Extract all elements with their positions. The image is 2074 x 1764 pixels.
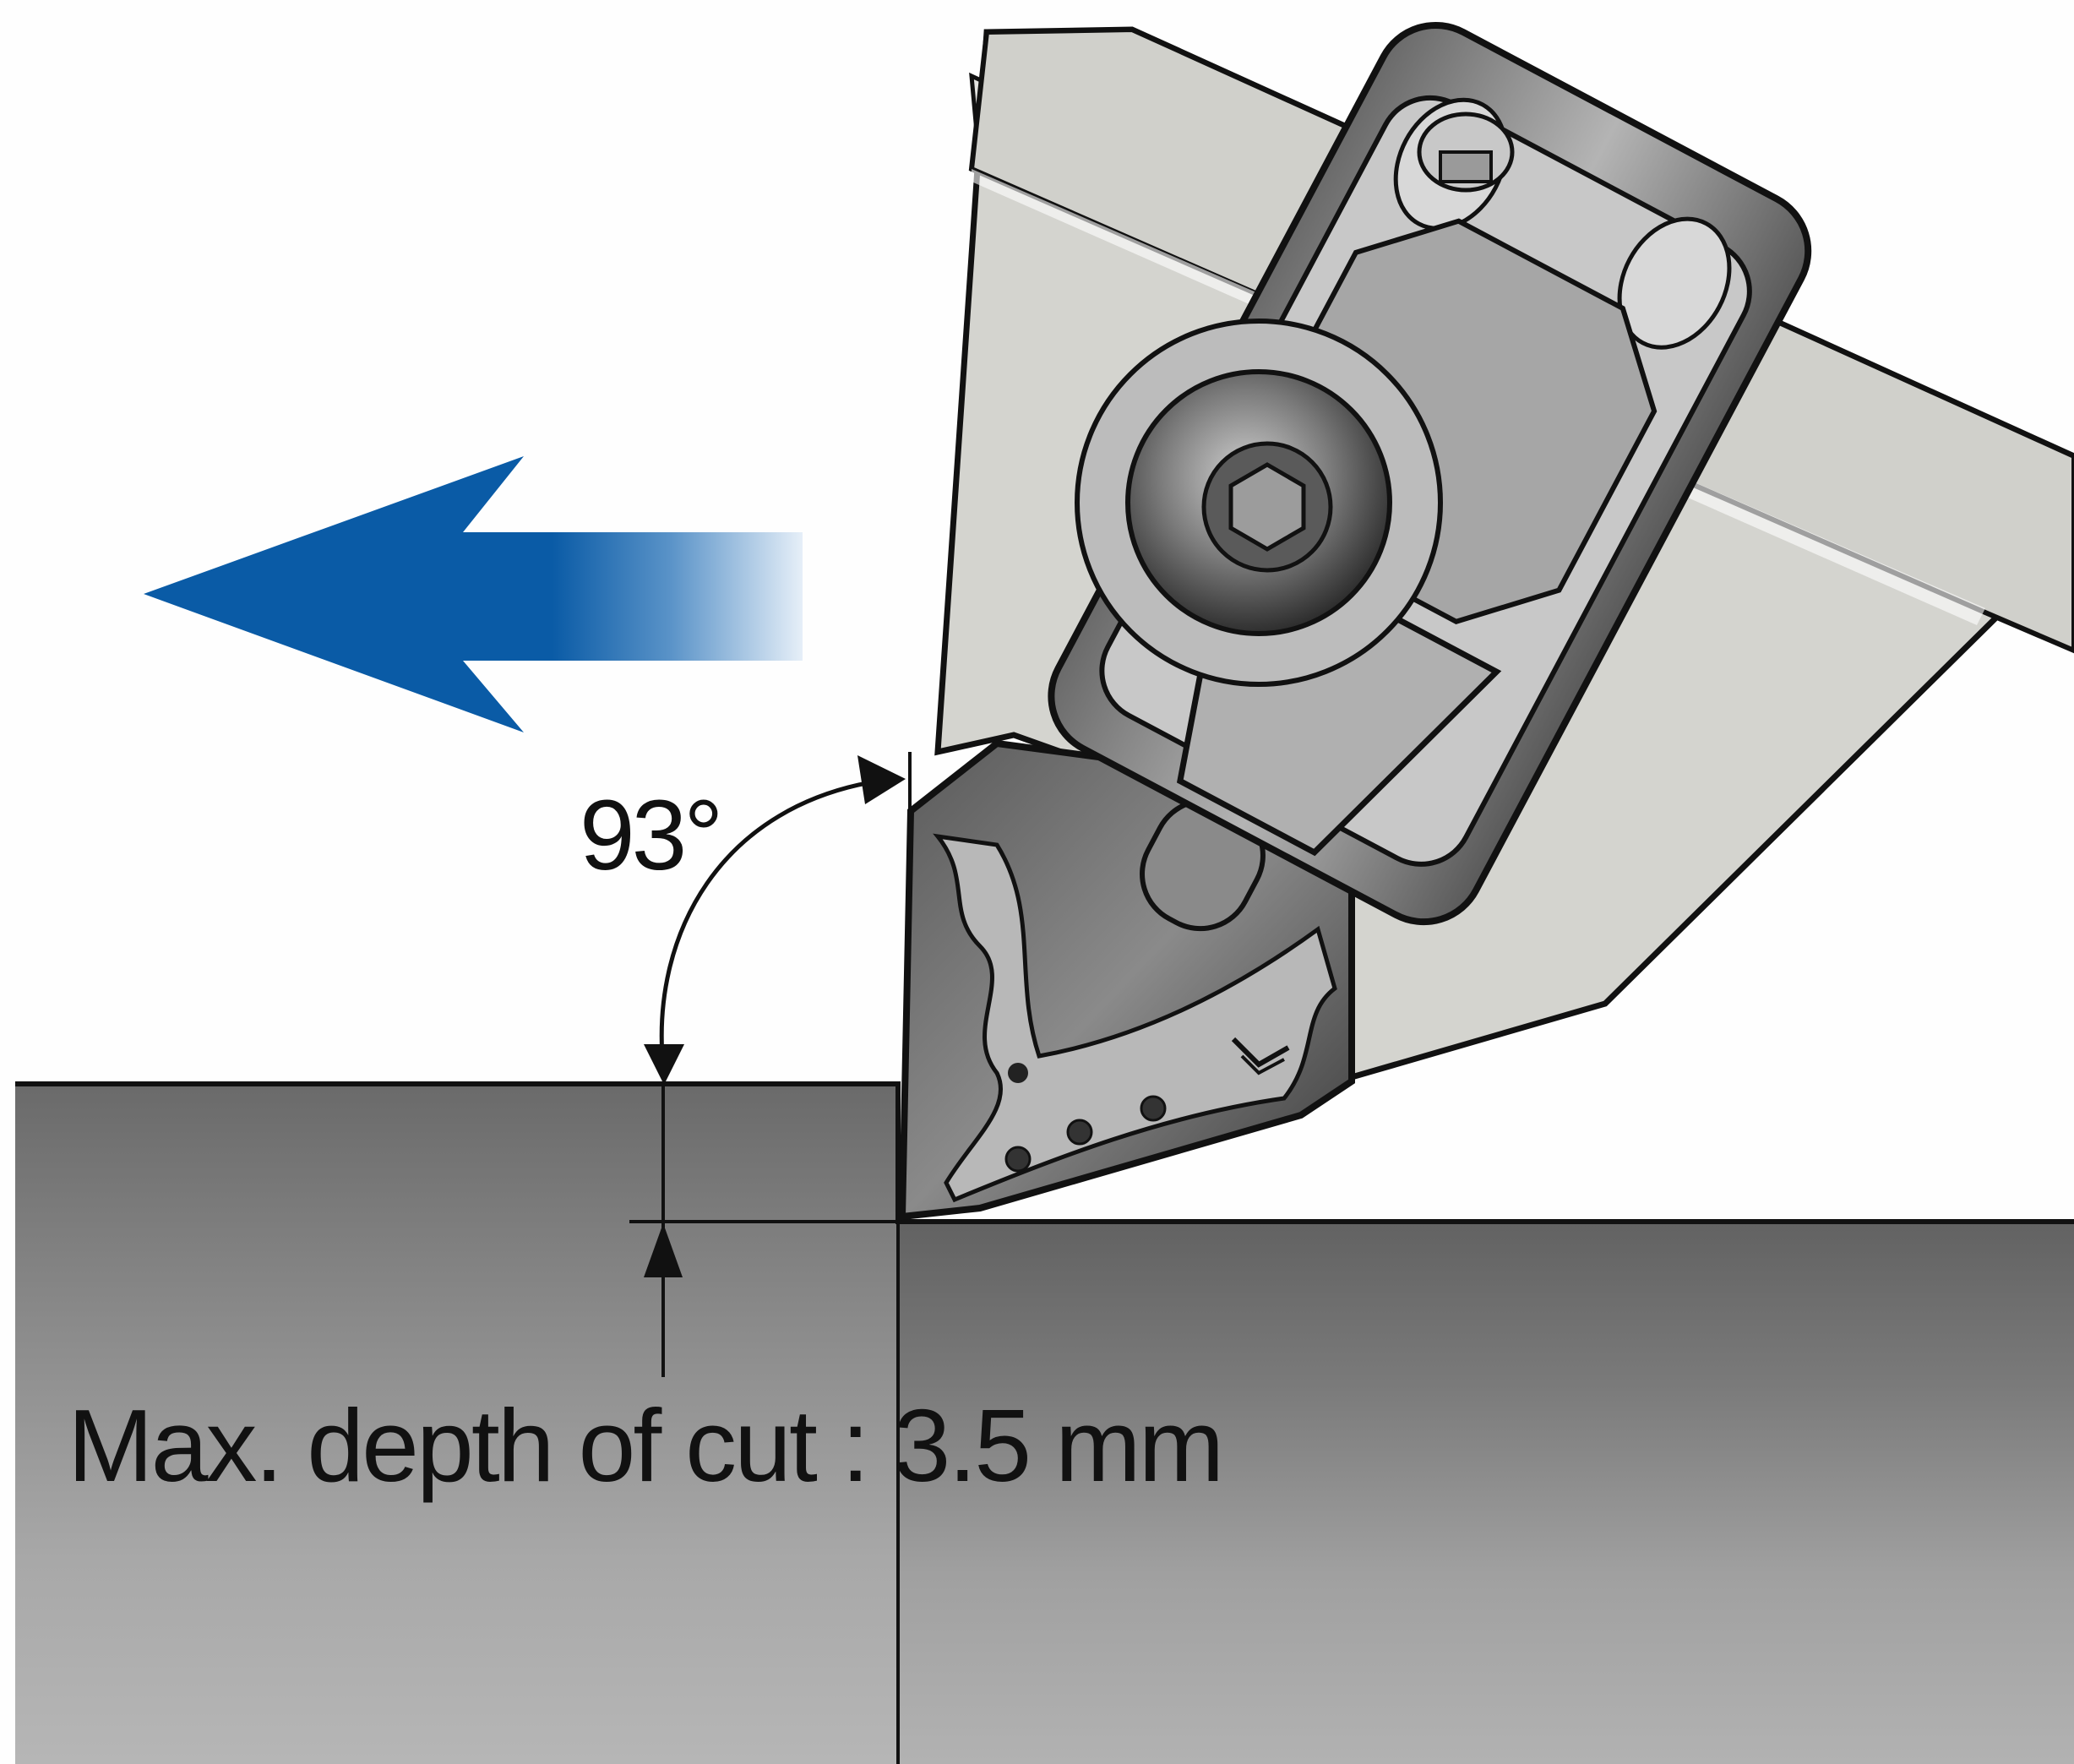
insert-dot (1004, 1146, 1032, 1173)
angle-arc (659, 777, 888, 1067)
holder-knob (1417, 112, 1515, 193)
angle-dimension (644, 755, 906, 1085)
screw-hex-socket (1228, 462, 1306, 552)
workpiece (15, 1081, 2074, 1764)
insert-dot (1140, 1095, 1167, 1122)
hex-socket-screw-icon (1075, 318, 1443, 687)
insert-edge-mark (1231, 1037, 1290, 1068)
angle-arrowhead-end (857, 755, 906, 804)
workpiece-machined-section (898, 1222, 2074, 1764)
depth-of-cut-label: Max. depth of cut : 3.5 mm (68, 1388, 1224, 1503)
clamp-lobe (1617, 216, 1732, 350)
depth-dimension (629, 1084, 898, 1377)
angle-arrowhead-start (644, 1044, 684, 1085)
depth-arrowhead-lower (644, 1223, 683, 1277)
insert-chipbreaker (933, 833, 1337, 1203)
left-arrow-icon (144, 456, 803, 732)
insert-dot (1066, 1119, 1093, 1146)
insert-dot (1008, 1063, 1028, 1083)
insert-edge-mark (1240, 1054, 1285, 1075)
workpiece-uncut-shoulder (15, 1084, 898, 1764)
angle-label: 93° (580, 780, 723, 891)
